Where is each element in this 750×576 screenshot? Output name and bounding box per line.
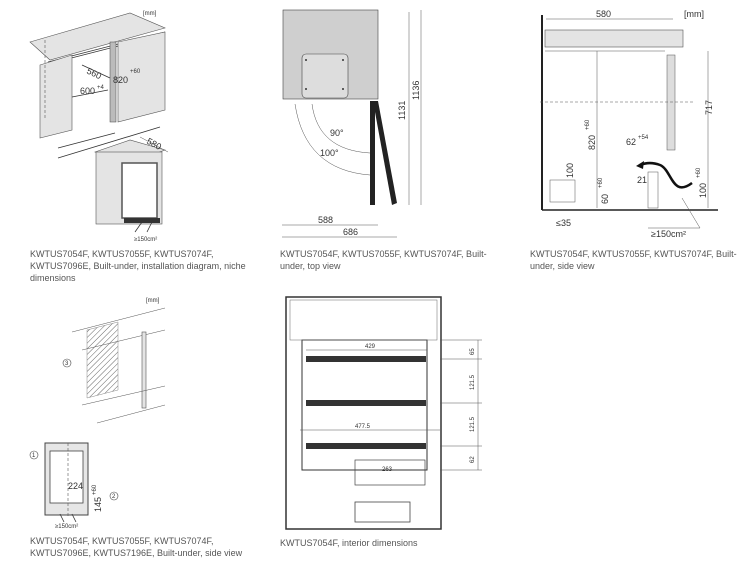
dim-145-tolerance: +60 (92, 484, 98, 495)
caption-side-view: KWTUS7054F, KWTUS7055F, KWTUS7074F, Buil… (530, 249, 737, 271)
unit-label: [mm] (146, 298, 160, 304)
dim-35: ≤35 (556, 218, 571, 228)
height-tolerance: +60 (130, 69, 141, 75)
vent-label: ≥150cm² (651, 229, 686, 239)
dim-62: 62 (626, 137, 636, 147)
unit-label: [mm] (684, 9, 704, 19)
vent-arrows (134, 221, 153, 233)
dim-588: 588 (318, 215, 333, 225)
callout-3: 3 (65, 361, 69, 367)
dim-62-tolerance: +54 (638, 135, 649, 141)
width-580: 580 (596, 9, 611, 19)
side-view-panel-diagram: [mm] 3 1 224 145 +60 2 ≥150cm² (29, 298, 166, 530)
unit-label: [mm] (143, 11, 157, 17)
dim-65: 65 (470, 348, 476, 355)
angle-100-label: 100° (320, 148, 339, 158)
vent-label: ≥150cm² (55, 524, 78, 530)
vent-label: ≥150cm² (134, 237, 157, 243)
left-cabinet (39, 54, 73, 139)
callout-2: 2 (112, 494, 116, 500)
callout-1-icon (29, 450, 39, 460)
dim-686: 686 (343, 227, 358, 237)
callout-3-icon (62, 358, 72, 368)
top-view-diagram: 90° 100° 1131 1136 588 686 (282, 9, 422, 238)
dim-429: 429 (365, 344, 376, 350)
dim-820-tolerance: +60 (585, 119, 591, 130)
dim-62: 62 (470, 456, 476, 463)
hatched-panel (86, 321, 119, 399)
dim-224: 224 (68, 481, 83, 491)
interior-dimensions-diagram: 429 477.5 263 65 121.5 121.5 62 (285, 296, 482, 530)
dim-477-5: 477.5 (355, 424, 371, 430)
caption-top-view: KWTUS7054F, KWTUS7055F, KWTUS7074F, Buil… (280, 249, 487, 271)
dim-1131: 1131 (397, 101, 407, 120)
dim-60-tolerance: +60 (598, 177, 604, 188)
height-label: 820 (113, 75, 128, 85)
dim-121-5-a: 121.5 (470, 374, 476, 390)
dim-717: 717 (704, 100, 714, 115)
dim-145: 145 (93, 497, 103, 512)
angle-90-label: 90° (330, 128, 344, 138)
caption-installation-diagram: KWTUS7054F, KWTUS7055F, KWTUS7074F, KWTU… (30, 249, 246, 283)
side-view-diagram: 580 [mm] 717 820 +60 62 +54 100 21 60 +6… (540, 9, 718, 239)
dim-100-plinth: 100 (698, 183, 708, 198)
shelf-2 (306, 400, 426, 406)
callout-1: 1 (32, 453, 36, 459)
shelf-3 (306, 443, 426, 449)
dim-121-5-b: 121.5 (470, 416, 476, 432)
airflow-arrow (639, 161, 693, 189)
depth-label: 560 (85, 66, 103, 81)
width-tolerance: +4 (97, 85, 105, 91)
callout-2-icon (109, 491, 119, 501)
door-100 (373, 101, 397, 205)
dim-100: 100 (565, 163, 575, 178)
countertop (29, 12, 166, 61)
caption-interior-dimensions: KWTUS7054F, interior dimensions (280, 538, 418, 548)
dim-1136: 1136 (411, 81, 421, 100)
width-label: 600 (80, 86, 95, 96)
dim-21: 21 (637, 175, 647, 185)
glass-door (121, 162, 158, 219)
vent-arrows (59, 513, 77, 523)
installation-diagram: [mm] 560 820 +60 600 +4 580 ≥150cm² (29, 11, 169, 243)
dim-820: 820 (587, 135, 597, 150)
door-90 (370, 101, 375, 205)
door-panel (666, 54, 676, 151)
countertop (544, 29, 684, 48)
caption-side-view-panel: KWTUS7054F, KWTUS7055F, KWTUS7074F, KWTU… (30, 536, 243, 558)
dim-100-plinth-tolerance: +60 (696, 167, 702, 178)
compressor-grille (354, 501, 411, 523)
dim-263: 263 (382, 467, 393, 473)
shelf-1 (306, 356, 426, 362)
right-cabinet (117, 31, 166, 123)
appliance-outline (285, 296, 442, 530)
dim-60: 60 (600, 194, 610, 204)
